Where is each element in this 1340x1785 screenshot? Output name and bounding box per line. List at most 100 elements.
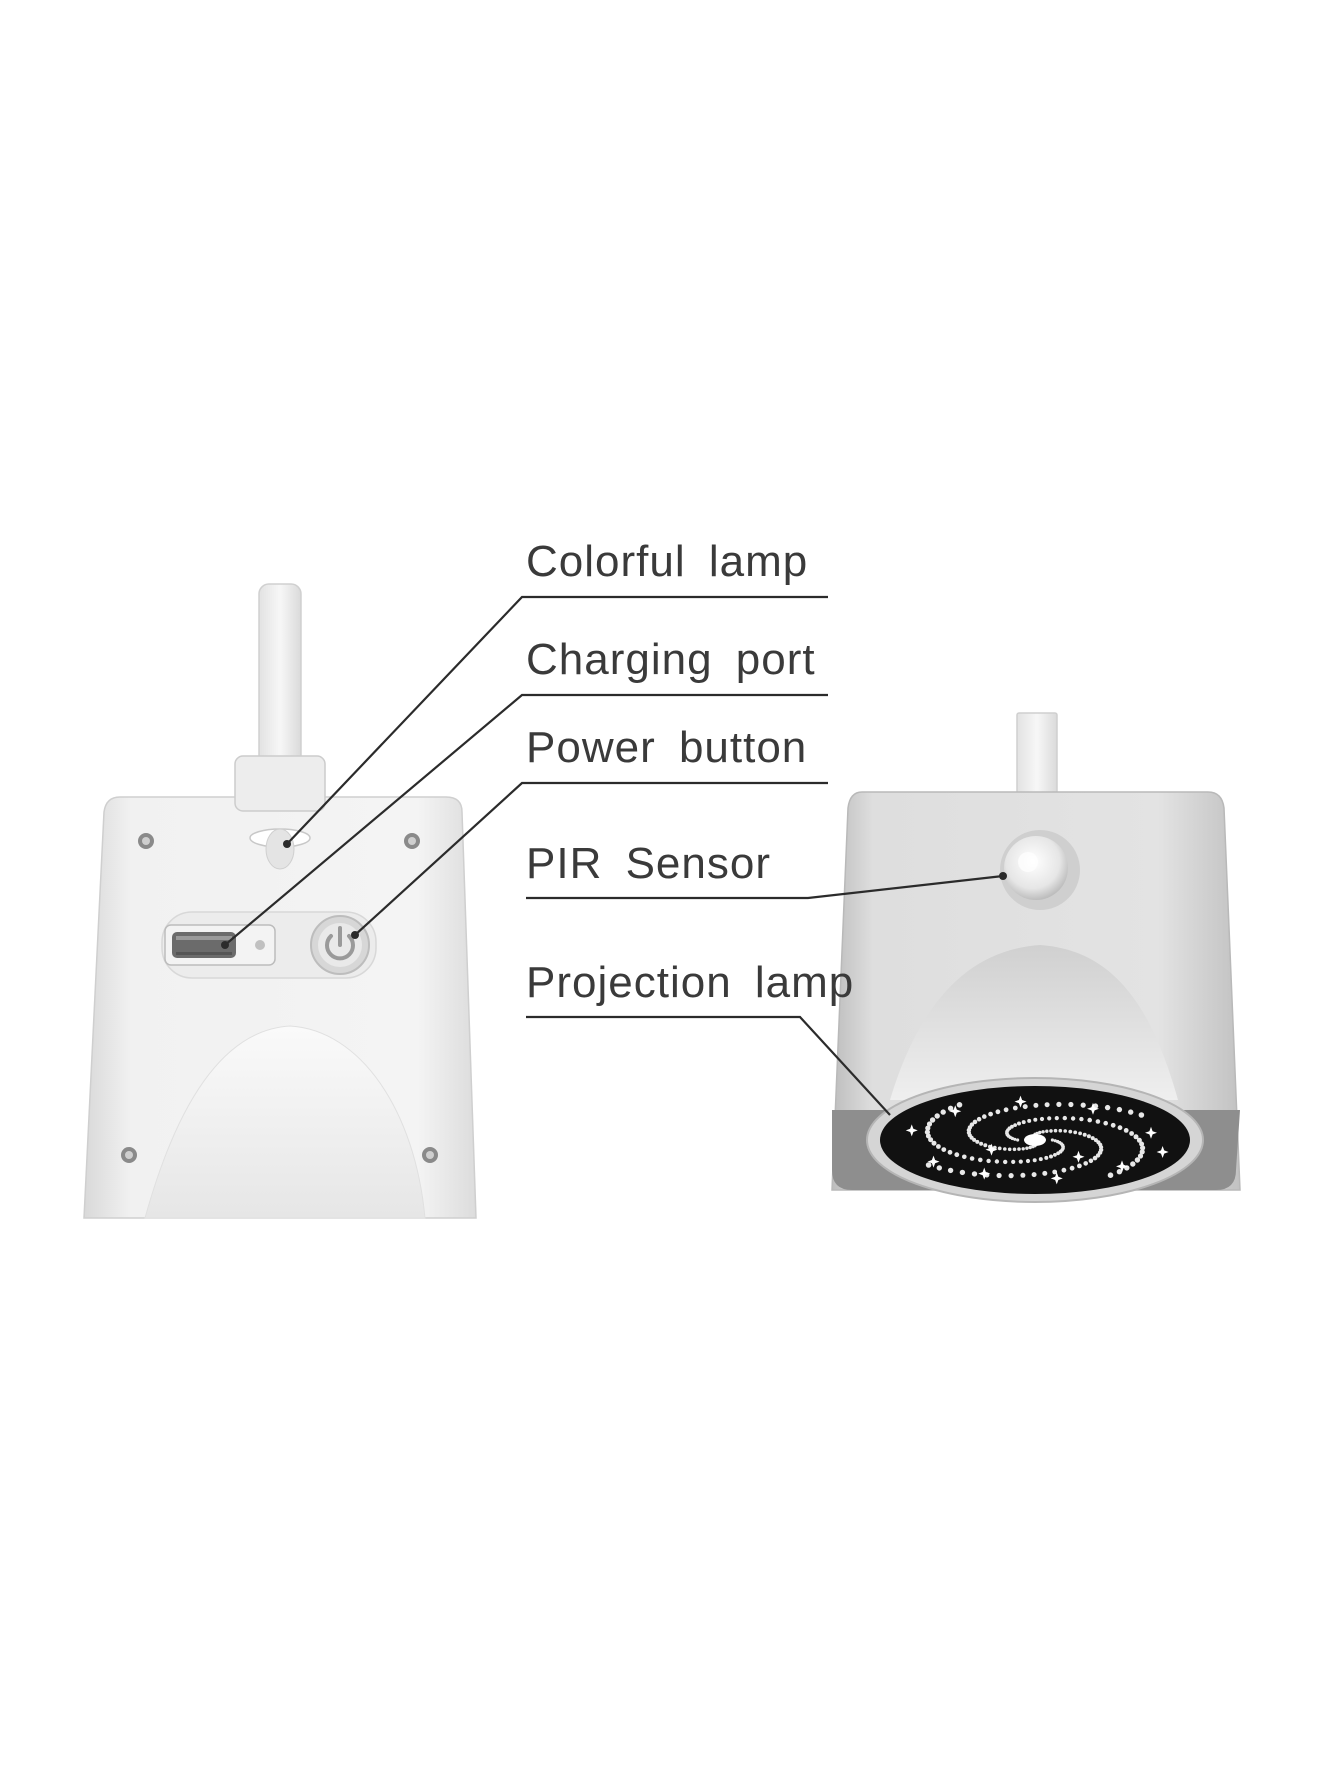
leader-line-projection-lamp xyxy=(526,1015,891,1116)
galaxy-dot xyxy=(1050,1138,1054,1142)
galaxy-dot xyxy=(1052,1169,1058,1175)
galaxy-dot xyxy=(1137,1153,1144,1159)
leader-dot xyxy=(283,840,291,848)
galaxy-dot xyxy=(1038,1157,1043,1162)
galaxy-dot xyxy=(1025,1146,1029,1150)
galaxy-dot xyxy=(1062,1115,1068,1121)
colorful-lamp-lens xyxy=(265,828,295,870)
galaxy-dot xyxy=(995,1109,1001,1115)
galaxy-dot xyxy=(956,1102,963,1108)
leader-dot xyxy=(351,931,359,939)
galaxy-dot xyxy=(1053,1153,1057,1157)
galaxy-dot xyxy=(1022,1104,1028,1110)
leader-line-colorful-lamp xyxy=(286,595,828,845)
galaxy-dot xyxy=(929,1117,936,1123)
galaxy-dot xyxy=(1025,1158,1031,1164)
galaxy-dot xyxy=(925,1125,931,1131)
galaxy-dot xyxy=(1017,1147,1021,1151)
galaxy-dot xyxy=(1041,1130,1045,1134)
galaxy-dot xyxy=(1107,1172,1114,1178)
galaxy-dot xyxy=(934,1113,940,1119)
galaxy-dot xyxy=(1021,1147,1025,1151)
galaxy-core xyxy=(1024,1134,1046,1146)
galaxy-dot xyxy=(996,1172,1002,1179)
lamp-collar xyxy=(234,755,326,812)
galaxy-dot xyxy=(1047,1116,1052,1121)
galaxy-dot xyxy=(931,1140,937,1146)
stem xyxy=(1016,712,1058,804)
galaxy-dot xyxy=(1083,1161,1088,1166)
galaxy-dot xyxy=(1054,1116,1059,1121)
galaxy-dot xyxy=(997,1146,1002,1151)
front-arch xyxy=(144,1025,426,1219)
galaxy-dot xyxy=(1049,1129,1053,1133)
galaxy-dot xyxy=(969,1156,975,1161)
galaxy-dot xyxy=(924,1129,931,1135)
label-charging-port: Charging port xyxy=(526,635,816,684)
star-icon xyxy=(1156,1146,1169,1158)
galaxy-dot xyxy=(962,1154,967,1160)
galaxy-dot xyxy=(1012,1105,1018,1111)
star-icon xyxy=(1145,1126,1157,1139)
galaxy-dot xyxy=(983,1143,988,1148)
galaxy-dot xyxy=(1056,1101,1062,1107)
galaxy-pattern-icon xyxy=(905,1095,1169,1185)
galaxy-dot xyxy=(1020,1172,1026,1178)
galaxy-dot xyxy=(1130,1161,1136,1167)
galaxy-dot xyxy=(1053,1139,1057,1143)
galaxy-dot xyxy=(1018,1159,1023,1164)
galaxy-dot xyxy=(928,1137,934,1143)
leader-line-power-button xyxy=(354,781,828,936)
galaxy-dot xyxy=(1017,1121,1021,1126)
back-view-device xyxy=(83,583,477,1219)
front-arch xyxy=(890,945,1178,1100)
label-colorful-lamp: Colorful lamp xyxy=(526,537,808,586)
galaxy-dot xyxy=(1044,1155,1049,1160)
galaxy-dot xyxy=(1080,1102,1086,1108)
galaxy-dot xyxy=(1128,1109,1134,1115)
galaxy-dot xyxy=(959,1169,966,1176)
galaxy-dot xyxy=(947,1149,953,1155)
star-icon xyxy=(1014,1095,1027,1108)
galaxy-dot xyxy=(1027,1118,1032,1123)
galaxy-dot xyxy=(1082,1132,1087,1137)
galaxy-dot xyxy=(926,1121,933,1127)
leader-dot xyxy=(221,941,229,949)
galaxy-dot xyxy=(1033,1117,1038,1122)
galaxy-dot xyxy=(971,1171,978,1177)
front-view-device xyxy=(831,712,1241,1203)
galaxy-dot xyxy=(941,1147,947,1152)
galaxy-dot xyxy=(979,1141,984,1146)
galaxy-dot xyxy=(1010,1124,1014,1129)
galaxy-dot xyxy=(954,1152,960,1158)
galaxy-dot xyxy=(1092,1155,1098,1161)
star-icon xyxy=(1116,1160,1128,1173)
galaxy-dot xyxy=(1077,1163,1082,1169)
star-icon xyxy=(1072,1150,1085,1163)
star-icon xyxy=(1087,1102,1099,1115)
leader-line-charging-port xyxy=(224,693,828,946)
galaxy-dot xyxy=(1016,1138,1020,1142)
usb-port-icon xyxy=(164,924,276,966)
star-icon xyxy=(1050,1172,1063,1185)
leader-line-pir-sensor xyxy=(526,874,1004,900)
galaxy-dot xyxy=(1087,1117,1092,1123)
galaxy-dot xyxy=(1103,1120,1108,1126)
galaxy-dot xyxy=(947,1167,954,1174)
galaxy-dot xyxy=(1088,1158,1094,1164)
galaxy-dot xyxy=(1013,1137,1017,1141)
galaxy-dot xyxy=(1134,1157,1141,1163)
star-icon xyxy=(978,1167,991,1180)
galaxy-dot xyxy=(1140,1145,1146,1151)
star-icon xyxy=(949,1105,962,1118)
galaxy-dot xyxy=(1061,1167,1067,1173)
galaxy-dot xyxy=(1044,1102,1050,1108)
galaxy-dot xyxy=(1123,1128,1129,1133)
galaxy-dot xyxy=(976,1116,982,1122)
galaxy-dot xyxy=(1045,1129,1049,1133)
galaxy-dot xyxy=(1021,1120,1026,1125)
galaxy-dot xyxy=(1031,1172,1037,1178)
galaxy-dot xyxy=(1079,1116,1084,1122)
galaxy-dot xyxy=(1003,1147,1007,1151)
galaxy-dot xyxy=(947,1105,954,1112)
